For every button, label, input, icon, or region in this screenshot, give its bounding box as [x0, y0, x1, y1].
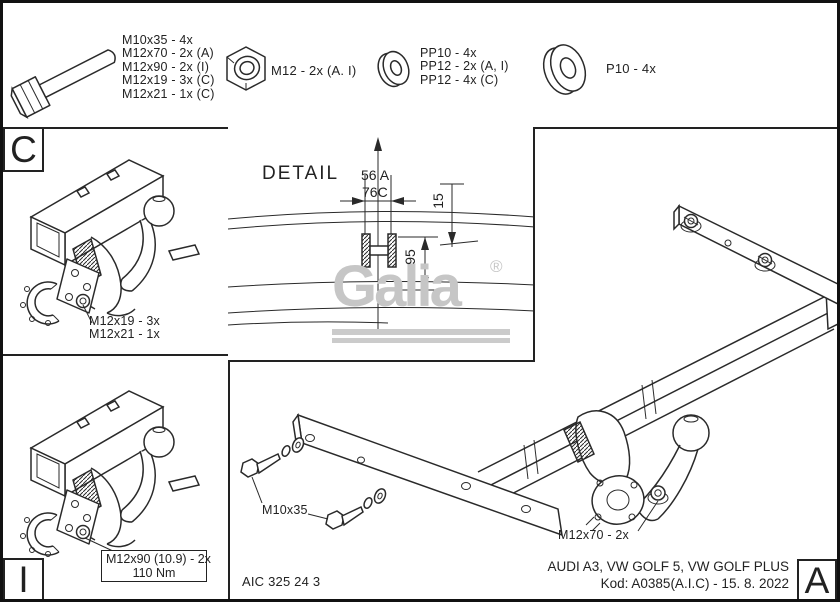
section-c-note: M12x19 - 3x M12x21 - 1x	[89, 314, 160, 342]
galia-watermark: Galia ®	[332, 254, 512, 343]
title-block: AUDI A3, VW GOLF 5, VW GOLF PLUS Kod: A0…	[547, 559, 789, 592]
section-marker-c: C	[3, 127, 44, 172]
divider-c-i	[3, 354, 228, 356]
towball-assembly-c-drawing	[19, 159, 200, 327]
hex-nut-drawing	[226, 46, 266, 91]
ball-bolt-label: M12x70 - 2x	[558, 528, 629, 542]
detail-drawing	[228, 137, 535, 335]
torque-line: M12x90 (10.9) - 2x	[106, 552, 211, 566]
bolt-spec-line: M12x70 - 2x (A)	[122, 46, 214, 61]
towball-assembly-i-drawing	[19, 390, 200, 558]
section-marker-a: A	[797, 559, 837, 599]
divider-detail-bottom	[228, 360, 535, 362]
dim-56a: 56 A	[361, 167, 390, 183]
small-washer-drawing	[377, 50, 410, 88]
detail-panel: Galia ® DETAIL 56 A 76C 15 95	[228, 127, 535, 362]
vehicle-list: AUDI A3, VW GOLF 5, VW GOLF PLUS	[547, 559, 789, 574]
bolt-spec-line: M10x35 - 4x	[122, 33, 193, 47]
large-washer-drawing	[542, 44, 587, 95]
galia-logo-bar	[332, 338, 510, 343]
code-date: Kod: A0385(A.I.C) - 15. 8. 2022	[600, 575, 789, 591]
divider-detail-right	[533, 127, 535, 362]
galia-logo-bar	[332, 329, 510, 335]
hex-bolt-drawing	[10, 49, 116, 120]
section-marker-i: I	[3, 558, 44, 599]
main-bolt-label: M10x35	[262, 503, 308, 517]
torque-note-box: M12x90 (10.9) - 2x 110 Nm	[101, 550, 211, 582]
large-washer-spec-label: P10 - 4x	[606, 61, 657, 76]
crossbar-main-drawing	[240, 203, 837, 537]
exploded-bolt-1	[240, 437, 305, 478]
note-line: M12x21 - 1x	[89, 327, 160, 342]
dim-76c: 76C	[362, 184, 388, 200]
detail-title: DETAIL	[262, 163, 340, 184]
bolt-spec-line: M12x21 - 1x (C)	[122, 86, 215, 101]
washer-spec-line: PP10 - 4x	[420, 46, 477, 60]
washer-spec-line: PP12 - 4x (C)	[420, 72, 499, 87]
torque-line: 110 Nm	[132, 566, 176, 580]
bolt-spec-line: M12x19 - 3x (C)	[122, 73, 215, 88]
divider-left-column	[228, 127, 230, 599]
exploded-bolt-2	[325, 488, 387, 530]
bolt-spec-line: M12x90 - 2x (I)	[122, 59, 210, 74]
registered-mark: ®	[490, 257, 503, 276]
doc-number: AIC 325 24 3	[242, 574, 321, 589]
plate-bolt-glyphs	[680, 213, 776, 272]
note-line: M12x19 - 3x	[89, 314, 160, 328]
galia-logo-text: Galia	[332, 254, 462, 319]
bolt-spec-list: M10x35 - 4x M12x70 - 2x (A) M12x90 - 2x …	[122, 33, 215, 101]
washer-spec-line: PP12 - 2x (A, I)	[420, 59, 509, 74]
small-washer-spec-list: PP10 - 4x PP12 - 2x (A, I) PP12 - 4x (C)	[420, 46, 509, 87]
nut-spec-label: M12 - 2x (A. I)	[271, 63, 357, 78]
